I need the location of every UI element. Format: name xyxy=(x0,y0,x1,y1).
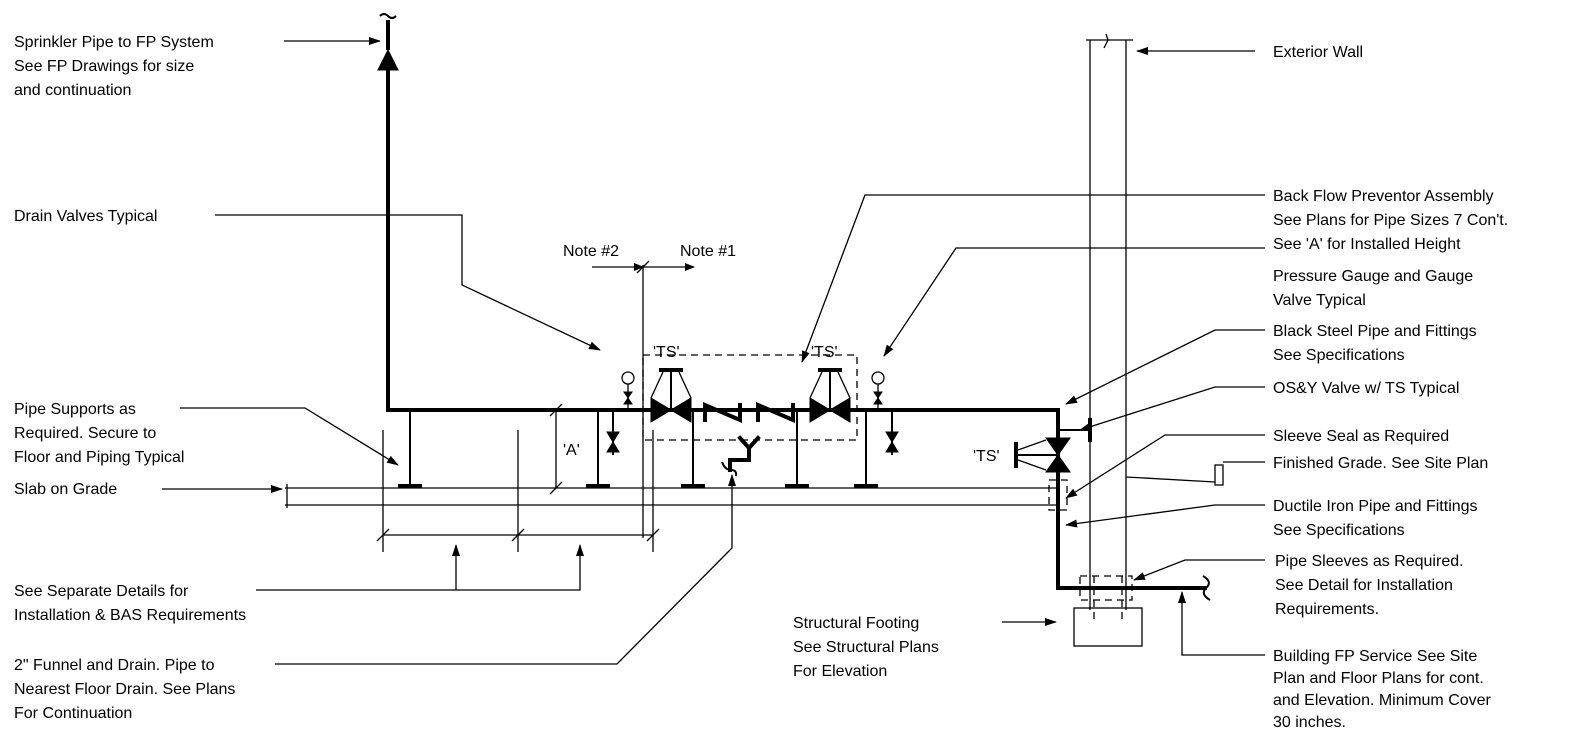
pressure-gauge-right xyxy=(871,371,885,410)
label-black-steel: Black Steel Pipe and Fittings See Specif… xyxy=(1273,323,1481,364)
backflow-preventer-assembly xyxy=(642,354,858,477)
exterior-wall xyxy=(1086,33,1216,610)
label-ts-left: 'TS' xyxy=(653,344,680,361)
structural-footing xyxy=(1073,607,1143,647)
label-funnel-drain: 2" Funnel and Drain. Pipe to Nearest Flo… xyxy=(14,657,240,722)
label-structural-footing: Structural Footing See Structural Plans … xyxy=(793,615,943,680)
label-slab-on-grade: Slab on Grade xyxy=(14,481,117,498)
label-sprinkler-pipe: Sprinkler Pipe to FP System See FP Drawi… xyxy=(14,34,218,99)
label-sleeve-seal: Sleeve Seal as Required xyxy=(1273,428,1449,445)
label-drain-valves: Drain Valves Typical xyxy=(14,208,157,225)
label-ductile-iron: Ductile Iron Pipe and Fittings See Speci… xyxy=(1273,498,1482,539)
label-exterior-wall: Exterior Wall xyxy=(1273,44,1363,61)
label-dim-a: 'A' xyxy=(563,442,580,459)
label-ts-valve: 'TS' xyxy=(973,448,1000,465)
pipe-supports xyxy=(398,410,878,488)
label-note-2: Note #2 xyxy=(563,243,619,260)
drain-valve-right xyxy=(885,410,899,455)
label-backflow-preventer: Back Flow Preventor Assembly See Plans f… xyxy=(1273,188,1513,253)
label-finished-grade: Finished Grade. See Site Plan xyxy=(1273,455,1488,472)
label-pipe-sleeves: Pipe Sleeves as Required. See Detail for… xyxy=(1275,553,1468,618)
dimension-lines xyxy=(376,260,695,552)
label-separate-details: See Separate Details for Installation & … xyxy=(14,583,246,624)
label-ts-middle: 'TS' xyxy=(811,344,838,361)
label-osy-valve: OS&Y Valve w/ TS Typical xyxy=(1273,380,1459,397)
finished-grade-symbol xyxy=(1214,464,1224,486)
wall-dashed-edges xyxy=(1093,576,1123,620)
callout-labels: Sprinkler Pipe to FP System See FP Drawi… xyxy=(14,34,1513,731)
sprinkler-riser-pipe xyxy=(377,13,399,412)
drain-valve-left xyxy=(606,410,620,455)
label-pipe-supports: Pipe Supports as Required. Secure to Flo… xyxy=(14,401,184,466)
pipe-sleeve xyxy=(1079,575,1133,601)
label-pressure-gauge: Pressure Gauge and Gauge Valve Typical xyxy=(1273,268,1478,309)
label-note-1: Note #1 xyxy=(680,243,736,260)
leader-lines xyxy=(162,37,1265,665)
pressure-gauge-left xyxy=(621,371,635,410)
osy-valve-exterior xyxy=(1014,418,1092,473)
label-building-fp-service: Building FP Service See Site Plan and Fl… xyxy=(1273,648,1495,731)
